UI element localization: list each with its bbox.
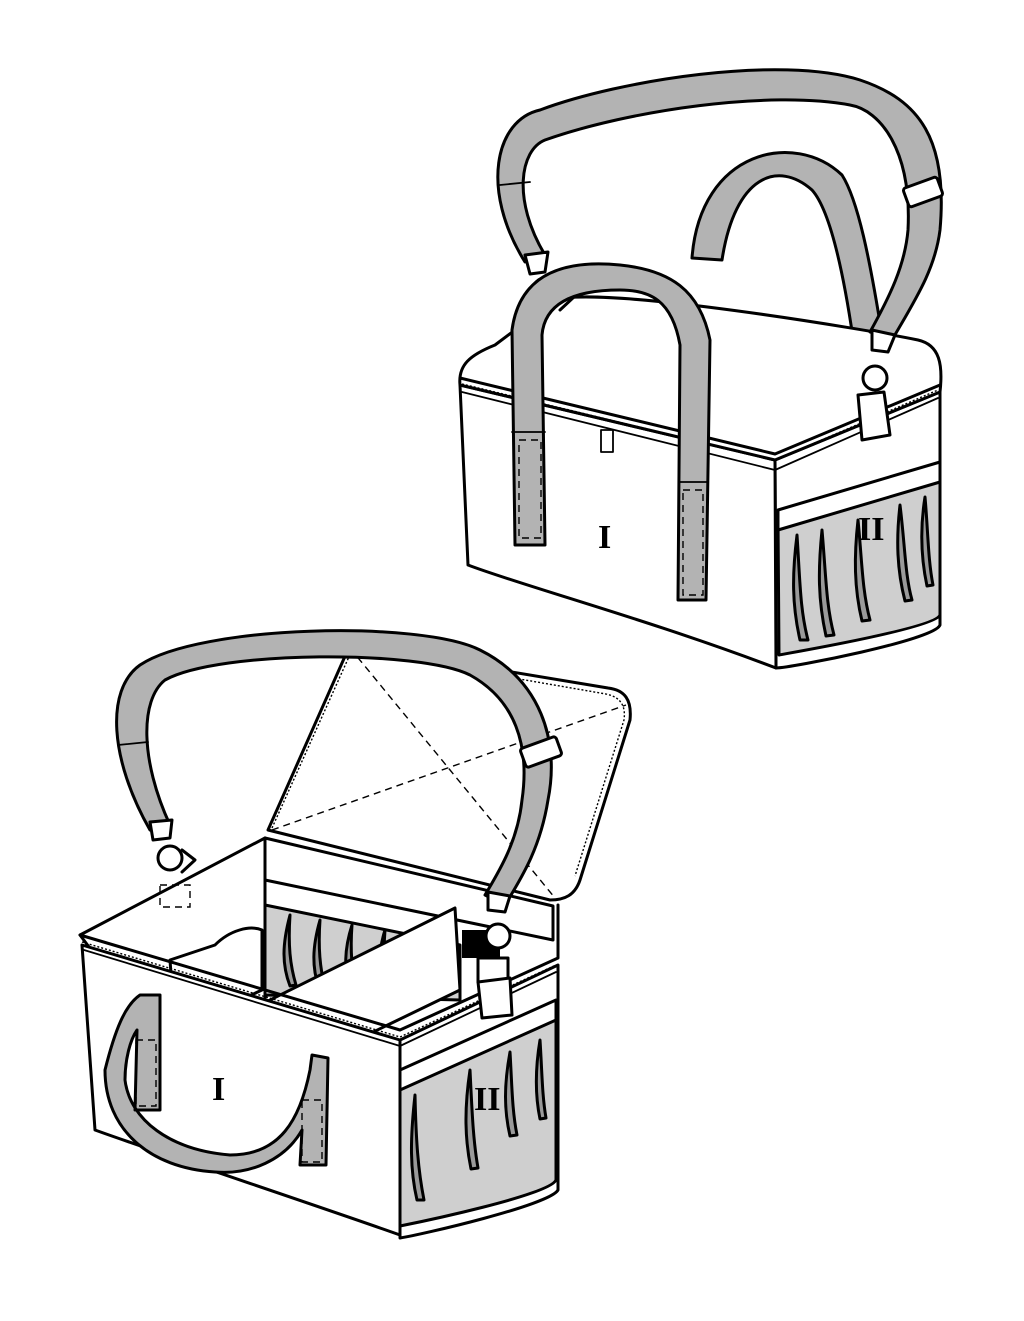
open-bag-view: I II [78, 629, 632, 1240]
closed-bag-view: I II [458, 68, 944, 670]
closed-pocket-pleats [792, 495, 935, 642]
closed-shoulder-strap [496, 68, 943, 342]
open-front-handle [103, 993, 330, 1174]
closed-side-label: II [858, 511, 884, 548]
closed-front-handle [510, 262, 712, 602]
open-label-patch [159, 884, 191, 908]
open-side-label: II [474, 1081, 500, 1118]
open-left-hook [148, 818, 197, 874]
open-lid-zipper [271, 649, 626, 877]
open-pocket-band [398, 998, 558, 1092]
closed-strap-seam [499, 181, 531, 186]
closed-pocket-band [776, 460, 942, 532]
open-right-hook [476, 890, 514, 1020]
open-strap-seam [117, 741, 149, 746]
closed-right-hook [856, 328, 897, 442]
closed-zipper-pull [600, 429, 614, 453]
closed-front-label: I [598, 519, 611, 556]
open-pocket-pleats [409, 1038, 548, 1202]
closed-handle-stitching [511, 431, 708, 596]
open-front-label: I [212, 1071, 225, 1108]
open-handle-stitching [135, 1039, 323, 1163]
open-strap-buckle [519, 735, 563, 769]
closed-strap-buckle [902, 175, 944, 209]
